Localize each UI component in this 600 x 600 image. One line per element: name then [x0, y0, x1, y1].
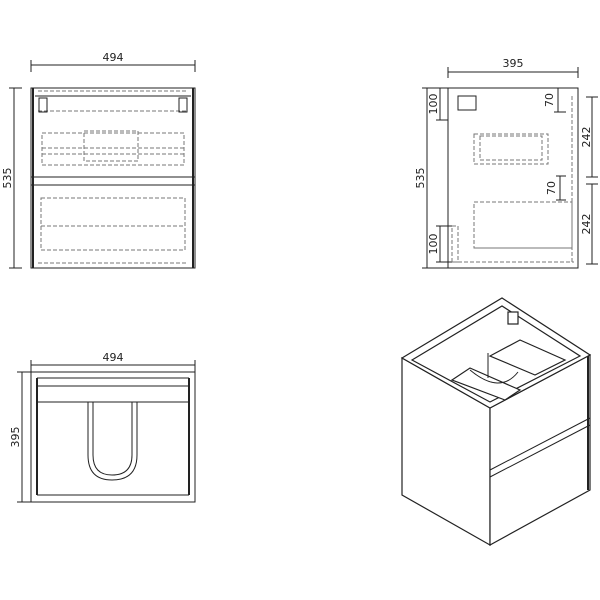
depth-label: 395 [503, 57, 524, 70]
bottom-offset-label: 100 [427, 234, 440, 255]
upper-drawer-label: 242 [580, 127, 593, 148]
hinge-icon [508, 312, 518, 324]
top-outline [31, 372, 195, 502]
hinge-right [179, 98, 187, 112]
cabinet-outline [31, 88, 195, 268]
width-label: 494 [103, 351, 124, 364]
lower-gap-label: 70 [545, 181, 558, 195]
upper-gap-label: 70 [543, 93, 556, 107]
front-view: 494 535 [1, 51, 195, 268]
top-view: 494 395 [9, 351, 195, 502]
depth-label: 395 [9, 427, 22, 448]
top-offset-label: 100 [427, 94, 440, 115]
isometric-view [402, 298, 590, 545]
hinge-left [39, 98, 47, 112]
height-label: 535 [1, 168, 14, 189]
height-label: 535 [414, 168, 427, 189]
side-view: 395 535 100 100 70 70 242 242 [414, 57, 598, 268]
side-outline [448, 88, 578, 268]
siphon-cutout [88, 402, 137, 480]
hinge-icon [458, 96, 476, 110]
width-label: 494 [103, 51, 124, 64]
lower-drawer-label: 242 [580, 214, 593, 235]
